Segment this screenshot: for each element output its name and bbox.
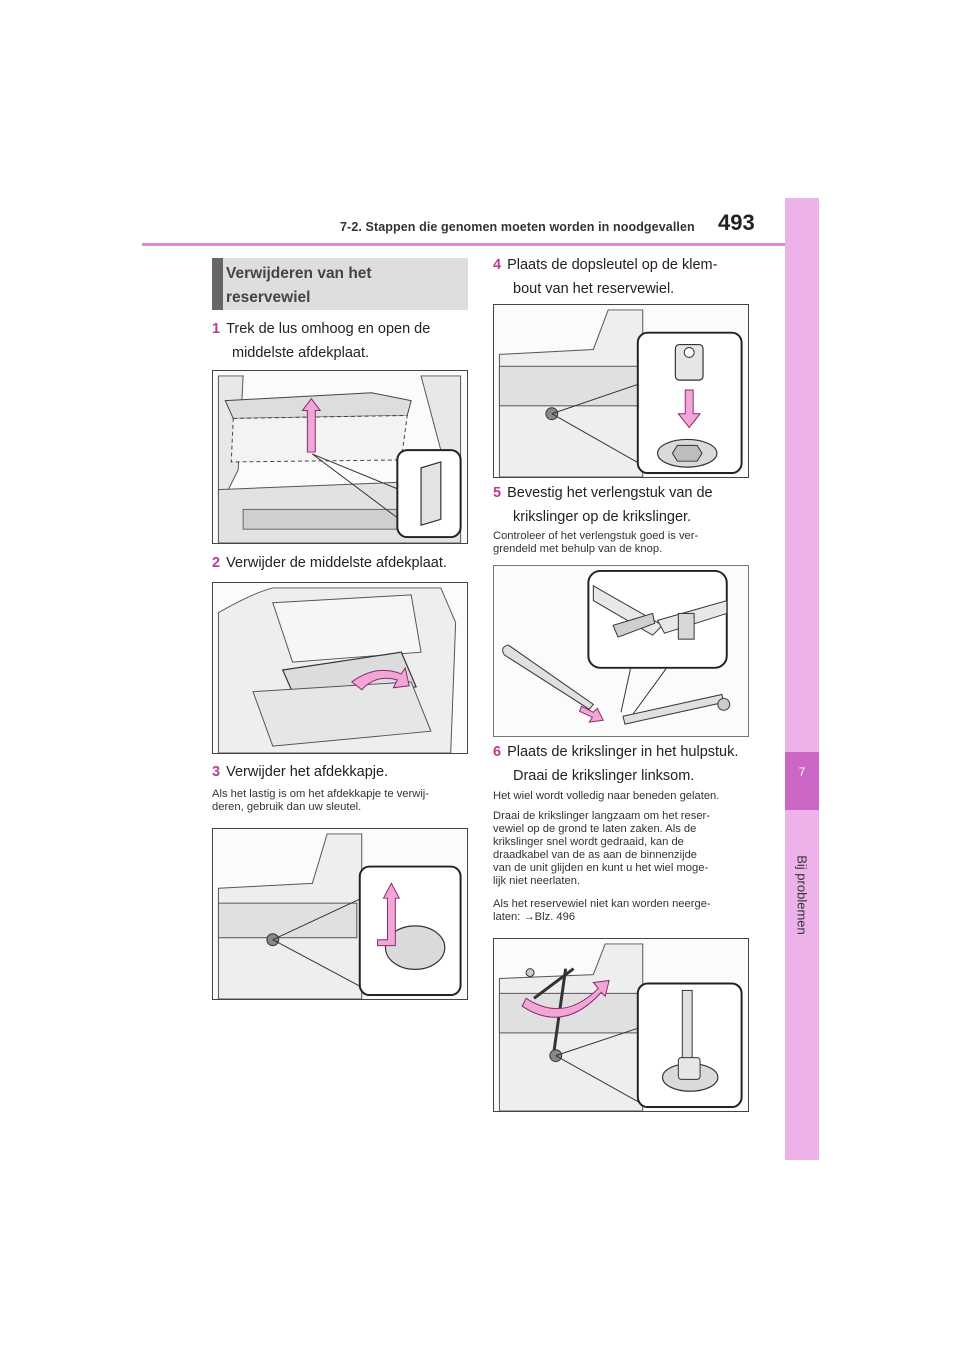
section-heading-box xyxy=(212,258,468,310)
step-text: middelste afdekplaat. xyxy=(232,345,370,361)
note-step-6-c: Als het reservewiel niet kan worden neer… xyxy=(493,898,711,924)
section-title: 7-2. Stappen die genomen moeten worden i… xyxy=(340,220,695,234)
section-heading: Verwijderen van het reservewiel xyxy=(226,262,462,310)
step-number: 2 xyxy=(212,555,221,571)
heading-line-1: Verwijderen van het xyxy=(226,265,372,282)
note-line: Als het reservewiel niet kan worden neer… xyxy=(493,898,711,910)
step-text: Draai de krikslinger linksom. xyxy=(513,768,695,784)
note-step-6-a: Het wiel wordt volledig naar beneden gel… xyxy=(493,790,720,802)
step-text: Bevestig het verlengstuk van de xyxy=(507,485,713,501)
step-text: krikslinger op de krikslinger. xyxy=(513,509,692,525)
figure-jack-handle-extension xyxy=(493,565,749,737)
step-5: 5 Bevestig het verlengstuk van de kriksli… xyxy=(493,481,713,529)
chapter-number: 7 xyxy=(798,765,806,779)
figure-socket-wrench xyxy=(493,304,749,478)
step-1: 1 Trek de lus omhoog en open de middelste… xyxy=(212,317,430,365)
figure-remove-cover xyxy=(212,582,468,754)
note-line: grendeld met behulp van de knop. xyxy=(493,543,663,555)
page-reference-link[interactable]: Blz. 496 xyxy=(534,911,576,923)
step-3: 3 Verwijder het afdekkapje. xyxy=(212,760,388,784)
heading-line-2: reservewiel xyxy=(226,289,311,306)
step-4: 4 Plaats de dopsleutel op de klem- bout v… xyxy=(493,253,717,301)
chapter-marker xyxy=(785,752,819,810)
arrow-icon: → xyxy=(523,911,535,923)
step-text: Verwijder de middelste afdekplaat. xyxy=(226,555,447,571)
figure-open-cover xyxy=(212,370,468,544)
note-line: krikslinger snel wordt gedraaid, kan de xyxy=(493,836,684,848)
step-2: 2 Verwijder de middelste afdekplaat. xyxy=(212,551,447,575)
step-text: Plaats de krikslinger in het hulpstuk. xyxy=(507,744,739,760)
step-number: 3 xyxy=(212,764,221,780)
note-step-5: Controleer of het verlengstuk goed is ve… xyxy=(493,530,698,556)
figure-lower-spare-wheel xyxy=(493,938,749,1112)
note-line: lijk niet neerlaten. xyxy=(493,875,581,887)
note-line: van de unit glijden en kunt u het wiel m… xyxy=(493,862,709,874)
step-number: 4 xyxy=(493,257,502,273)
step-text: Plaats de dopsleutel op de klem- xyxy=(507,257,718,273)
figure-remove-cap xyxy=(212,828,468,1000)
chapter-label: Bij problemen xyxy=(778,850,826,940)
step-text: bout van het reservewiel. xyxy=(513,281,675,297)
header-rule xyxy=(142,243,785,246)
chapter-side-tab xyxy=(785,198,819,1160)
note-line: deren, gebruik dan uw sleutel. xyxy=(212,801,362,813)
note-step-3: Als het lastig is om het afdekkapje te v… xyxy=(212,788,429,814)
step-text: Trek de lus omhoog en open de xyxy=(226,321,431,337)
note-line: draadkabel van de as aan de binnenzijde xyxy=(493,849,698,861)
note-line: vewiel op de grond te laten zaken. Als d… xyxy=(493,823,697,835)
step-number: 1 xyxy=(212,321,221,337)
step-text: Verwijder het afdekkapje. xyxy=(226,764,389,780)
note-line: Draai de krikslinger langzaam om het res… xyxy=(493,810,710,822)
chapter-label-text: Bij problemen xyxy=(794,855,810,935)
note-line: Controleer of het verlengstuk goed is ve… xyxy=(493,530,699,542)
step-number: 6 xyxy=(493,744,502,760)
step-number: 5 xyxy=(493,485,502,501)
page-number: 493 xyxy=(718,210,755,235)
note-step-6-b: Draai de krikslinger langzaam om het res… xyxy=(493,810,710,888)
note-line: Als het lastig is om het afdekkapje te v… xyxy=(212,788,430,800)
note-line: laten: xyxy=(493,911,524,923)
